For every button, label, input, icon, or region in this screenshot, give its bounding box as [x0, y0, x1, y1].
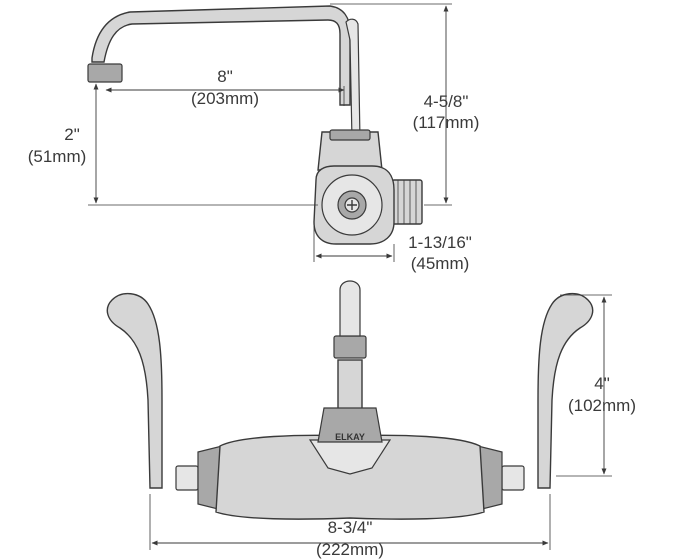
dimension-overall-width: 8-3/4" (222mm): [149, 494, 551, 559]
spout-height-metric: (51mm): [28, 147, 87, 166]
dimension-spout-height: 2" (51mm): [28, 83, 318, 206]
screw-cross-icon: [347, 200, 357, 210]
faucet-body-front: [215, 434, 485, 520]
overall-width-imperial: 8-3/4": [328, 518, 373, 537]
overall-height-imperial: 4-5/8": [424, 92, 469, 111]
side-view: 8" (203mm) 2" (51mm) 4-5/8" (117mm) 1-13…: [28, 3, 480, 273]
overall-height-metric: (117mm): [413, 113, 480, 132]
overall-width-metric: (222mm): [316, 540, 384, 559]
riser-top: [339, 280, 361, 337]
brand-logo-text: ELKAY: [335, 432, 365, 442]
riser-neck: [337, 359, 363, 411]
valve-cap: [329, 129, 371, 141]
dimension-body-depth: 1-13/16" (45mm): [313, 226, 472, 273]
wrist-blade-handle-left: [106, 293, 163, 489]
front-view: ELKAY 4" (102mm) 8-3/4" (222mm): [106, 280, 636, 559]
handle-height-metric: (102mm): [568, 396, 636, 415]
spout-length-metric: (203mm): [191, 89, 259, 108]
wrist-blade-handle-right: [537, 293, 594, 489]
dimension-overall-height: 4-5/8" (117mm): [330, 3, 480, 206]
spout-length-imperial: 8": [217, 67, 233, 86]
handle-height-imperial: 4": [594, 374, 610, 393]
riser-base: [317, 407, 383, 443]
spout-tube: [91, 5, 351, 106]
right-connector-stem: [501, 465, 525, 491]
left-connector-stem: [175, 465, 199, 491]
body-depth-metric: (45mm): [411, 254, 470, 273]
body-depth-imperial: 1-13/16": [408, 233, 472, 252]
spout-height-imperial: 2": [64, 125, 80, 144]
riser-collar: [333, 335, 367, 359]
dimension-spout-length: 8" (203mm): [105, 67, 345, 108]
dimension-handle-height: 4" (102mm): [556, 294, 636, 477]
aerator: [87, 63, 123, 83]
threaded-shank: [391, 179, 423, 225]
